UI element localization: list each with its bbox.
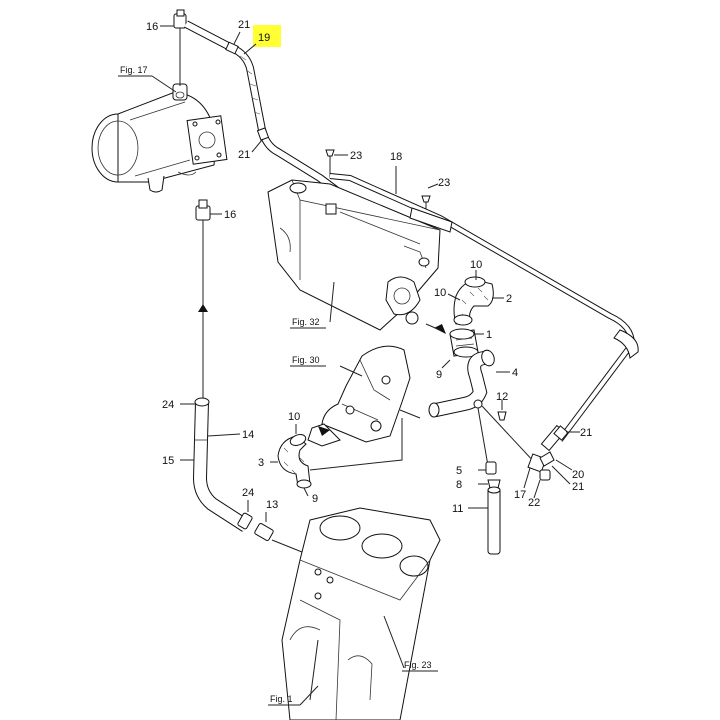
callout-2: 2 [506, 293, 512, 305]
callout-9-b: 9 [312, 493, 318, 505]
flow-arrow-right [434, 324, 446, 334]
callout-16-lower: 16 [224, 209, 236, 221]
callout-4: 4 [512, 367, 518, 379]
flow-arrow-left [318, 426, 330, 436]
air-cleaner-assembly [91, 83, 228, 193]
callout-22: 22 [528, 497, 540, 509]
callout-16-top: 16 [146, 21, 158, 33]
thermostat-housing [307, 345, 421, 447]
joint-assembly-17-22 [523, 424, 580, 499]
callout-8: 8 [456, 479, 462, 491]
breather-fitting-top [173, 9, 187, 86]
fig-ref-1: Fig. 1 [270, 694, 293, 704]
callout-3: 3 [258, 457, 264, 469]
callout-21-right-a: 21 [580, 427, 592, 439]
callout-12: 12 [496, 391, 508, 403]
callout-23-b: 23 [438, 177, 450, 189]
callout-24-lower: 24 [242, 487, 254, 499]
water-hose-2 [447, 270, 504, 326]
bolt-23-a [325, 149, 348, 178]
callout-10-c: 10 [288, 411, 300, 423]
cylinder-block [281, 507, 441, 720]
callout-14: 14 [242, 429, 254, 441]
cylinder-head-cover [267, 179, 441, 331]
breather-pipe-19 [184, 20, 339, 194]
hose-coupling-1 [441, 328, 484, 369]
fig-ref-17: Fig. 17 [120, 65, 148, 75]
bolt-23-b [421, 183, 439, 214]
callout-21-right-b: 21 [572, 481, 584, 493]
part-callouts: 16 21 19 21 16 23 18 23 10 10 2 1 9 4 12… [146, 19, 592, 515]
callout-17: 17 [514, 489, 526, 501]
callout-23-a: 23 [350, 150, 362, 162]
callout-5: 5 [456, 465, 462, 477]
callout-24-upper: 24 [162, 399, 174, 411]
breather-hose-18 [329, 166, 639, 442]
figure-refs: Fig. 17 Fig. 32 Fig. 30 Fig. 23 Fig. 1 [118, 65, 438, 706]
bypass-hose-4 [428, 349, 537, 467]
fig-ref-32: Fig. 32 [292, 317, 320, 327]
clamp-5 [478, 461, 497, 475]
callout-21-top: 21 [238, 19, 250, 31]
callout-11: 11 [452, 503, 463, 515]
callout-21-mid: 21 [238, 149, 250, 161]
highlight-box [253, 25, 281, 47]
callout-19: 19 [258, 32, 270, 44]
callout-9-a: 9 [436, 369, 442, 381]
callout-13: 13 [266, 499, 278, 511]
hose-11 [468, 486, 501, 555]
fig-ref-30: Fig. 30 [292, 355, 320, 365]
fitting-16-lower [195, 199, 222, 221]
flow-arrow-up [198, 304, 208, 312]
bolt-12 [497, 400, 507, 421]
callout-20: 20 [572, 469, 584, 481]
fig-ref-23: Fig. 23 [404, 660, 432, 670]
hose-15 [180, 397, 250, 532]
callout-15: 15 [162, 455, 174, 467]
connector-13 [254, 512, 303, 553]
callout-18: 18 [390, 151, 402, 163]
callout-1: 1 [486, 329, 492, 341]
water-hose-3 [270, 418, 403, 497]
callout-10-b: 10 [434, 287, 446, 299]
callout-10-a: 10 [470, 259, 482, 271]
clamp-24-lower [237, 500, 253, 530]
